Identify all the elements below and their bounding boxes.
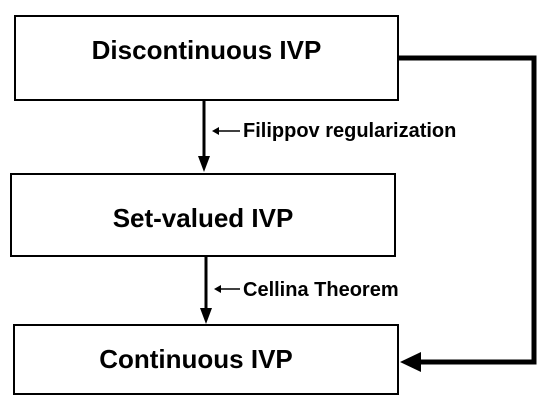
arrowhead-top-to-mid: [198, 156, 210, 172]
label-pointer-1-head: [212, 127, 219, 135]
node-set-valued-ivp: Set-valued IVP: [10, 173, 396, 257]
node-continuous-ivp: Continuous IVP: [13, 324, 399, 395]
node-set-valued-ivp-label: Set-valued IVP: [112, 202, 294, 233]
node-discontinuous-ivp-label: Discontinuous IVP: [91, 34, 322, 65]
edge-label-regularization: Filippov regularization: [243, 120, 457, 142]
edge-label-theorem: Cellina Theorem: [243, 279, 399, 301]
bypass-arrow: [399, 55, 537, 365]
node-discontinuous-ivp: Discontinuous IVP: [14, 15, 399, 101]
bypass-arrowhead: [400, 352, 421, 372]
label-pointer-2-head: [214, 285, 221, 293]
node-continuous-ivp-label: Continuous IVP: [99, 344, 293, 374]
arrowhead-mid-to-bot: [200, 308, 212, 324]
